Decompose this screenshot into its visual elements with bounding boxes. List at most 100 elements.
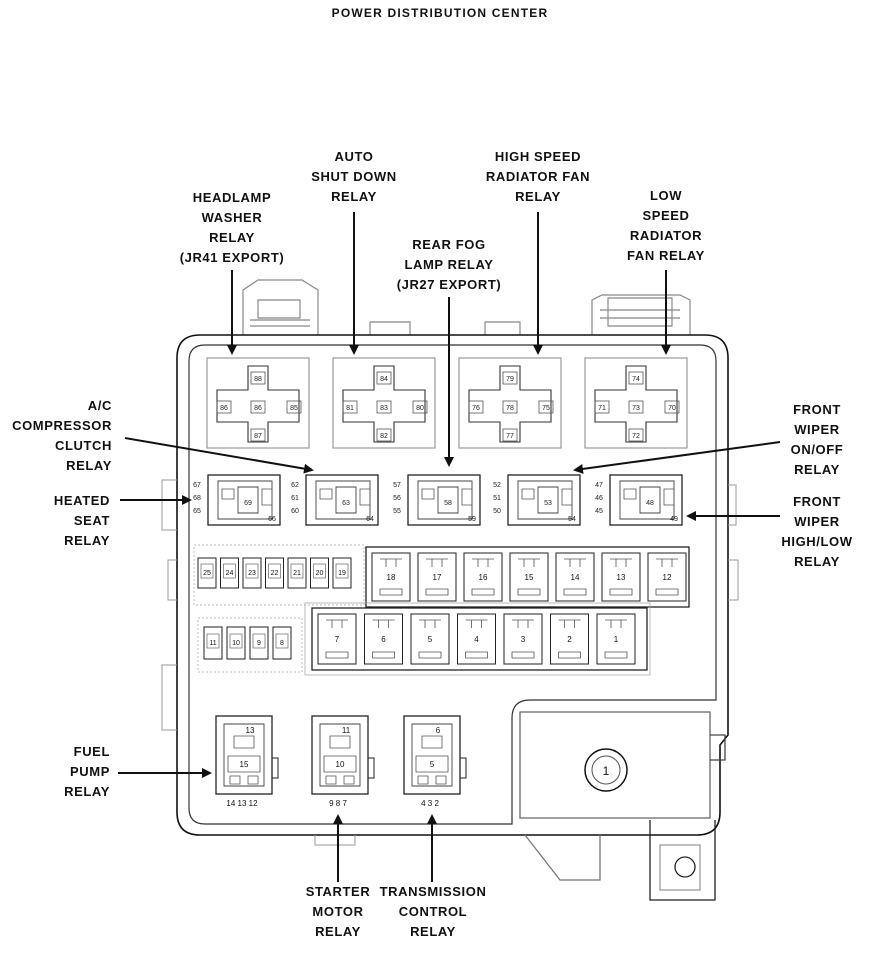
cartridge-fuse: 14 — [555, 552, 595, 602]
cartridge-fuse: 16 — [463, 552, 503, 602]
fuse-number: 23 — [248, 570, 256, 577]
mini-fuse: 20 — [310, 557, 329, 589]
fuse-number: 18 — [387, 573, 396, 582]
pin-number: 13 — [246, 726, 255, 735]
mini-fuse: 19 — [332, 557, 352, 589]
pin-number: 61 — [291, 495, 299, 502]
mini-fuse: 8 — [272, 626, 292, 660]
cartridge-fuse: 15 — [509, 552, 549, 602]
pin-number: 57 — [393, 482, 401, 489]
pin-number: 62 — [291, 482, 299, 489]
pin-number: 48 — [646, 500, 654, 507]
mini-fuse: 25 — [197, 557, 217, 589]
pin-number: 82 — [380, 433, 388, 440]
pin-number: 15 — [240, 760, 249, 769]
pin-number: 84 — [380, 376, 388, 383]
pin-number: 85 — [290, 405, 298, 412]
fuse-number: 17 — [433, 573, 442, 582]
pin-number: 86 — [254, 405, 262, 412]
mini-fuse: 9 — [249, 626, 269, 660]
mini-fuse: 24 — [220, 557, 239, 589]
pin-number: 68 — [193, 495, 201, 502]
label-transmission-control-relay: TRANSMISSION CONTROL RELAY — [379, 884, 487, 939]
diagram-title: POWER DISTRIBUTION CENTER — [331, 6, 549, 20]
pin-number: 55 — [393, 508, 401, 515]
pin-number: 88 — [254, 376, 262, 383]
label-front-wiper-onoff-relay: FRONT WIPER ON/OFF RELAY — [790, 402, 844, 477]
cartridge-fuse: 5 — [410, 613, 450, 665]
pin-number: 79 — [506, 376, 514, 383]
pin-number: 49 — [670, 516, 678, 523]
fuse-number: 5 — [428, 635, 433, 644]
top-connector-tabs — [242, 279, 691, 335]
pin-number: 5 — [430, 760, 435, 769]
fuse-number: 9 — [257, 640, 261, 647]
label-rear-fog-lamp-relay: REAR FOG LAMP RELAY (JR27 EXPORT) — [396, 237, 502, 292]
fuse-number: 12 — [663, 573, 672, 582]
pin-number: 87 — [254, 433, 262, 440]
cartridge-fuse: 12 — [647, 552, 687, 602]
fuse-number: 1 — [614, 635, 619, 644]
arrow-front-wiper-onoff — [573, 441, 781, 474]
pin-number: 10 — [336, 760, 345, 769]
stud-number: 1 — [603, 764, 610, 778]
pin-number: 47 — [595, 482, 603, 489]
label-high-speed-radiator-fan-relay: HIGH SPEED RADIATOR FAN RELAY — [485, 149, 591, 204]
small-relay-row: 6768656966626160636457565558595251505354… — [193, 474, 683, 526]
pin-number: 75 — [542, 405, 550, 412]
pin-number: 77 — [506, 433, 514, 440]
cartridge-fuse: 17 — [417, 552, 457, 602]
iso-relay-socket: 654 3 2 — [403, 715, 467, 808]
cartridge-fuse: 1 — [596, 613, 636, 665]
cartridge-fuse: 6 — [364, 613, 403, 665]
mini-fuse: 21 — [287, 557, 307, 589]
leader-arrows — [118, 212, 781, 882]
mini-fuse: 11 — [203, 626, 223, 660]
pin-number: 53 — [544, 500, 552, 507]
fuse-number: 20 — [316, 570, 324, 577]
pin-number: 76 — [472, 405, 480, 412]
pin-number: 11 — [342, 726, 351, 735]
fuse-number: 4 — [474, 635, 479, 644]
stud-bracket — [519, 711, 726, 901]
fuse-number: 8 — [280, 640, 284, 647]
fuse-number: 22 — [271, 570, 279, 577]
pin-number: 58 — [444, 500, 452, 507]
b-plus-stud: 1 — [584, 748, 628, 792]
pin-number: 50 — [493, 508, 501, 515]
cartridge-fuse: 13 — [601, 552, 641, 602]
pin-number: 60 — [291, 508, 299, 515]
fuse-number: 7 — [335, 635, 340, 644]
housing-inner-outline — [188, 344, 717, 825]
cartridge-fuse: 2 — [550, 613, 589, 665]
label-front-wiper-highlow-relay: FRONT WIPER HIGH/LOW RELAY — [781, 494, 853, 569]
fuse-number: 25 — [203, 570, 211, 577]
mini-fuse: 22 — [265, 557, 284, 589]
pin-numbers-row: 9 8 7 — [329, 799, 347, 808]
fuse-number: 11 — [209, 640, 216, 647]
pin-number: 67 — [193, 482, 201, 489]
pin-number: 81 — [346, 405, 354, 412]
housing-outline — [176, 334, 729, 836]
label-ac-compressor-clutch-relay: A/C COMPRESSOR CLUTCH RELAY — [12, 398, 112, 473]
side-clips — [161, 479, 739, 846]
label-fuel-pump-relay: FUEL PUMP RELAY — [64, 744, 110, 799]
fuse-number: 14 — [571, 573, 580, 582]
cartridge-fuse: 3 — [503, 613, 543, 665]
pin-number: 80 — [416, 405, 424, 412]
pin-number: 45 — [595, 508, 603, 515]
label-headlamp-washer-relay: HEADLAMP WASHER RELAY (JR41 EXPORT) — [179, 190, 285, 265]
fuse-number: 24 — [226, 570, 234, 577]
